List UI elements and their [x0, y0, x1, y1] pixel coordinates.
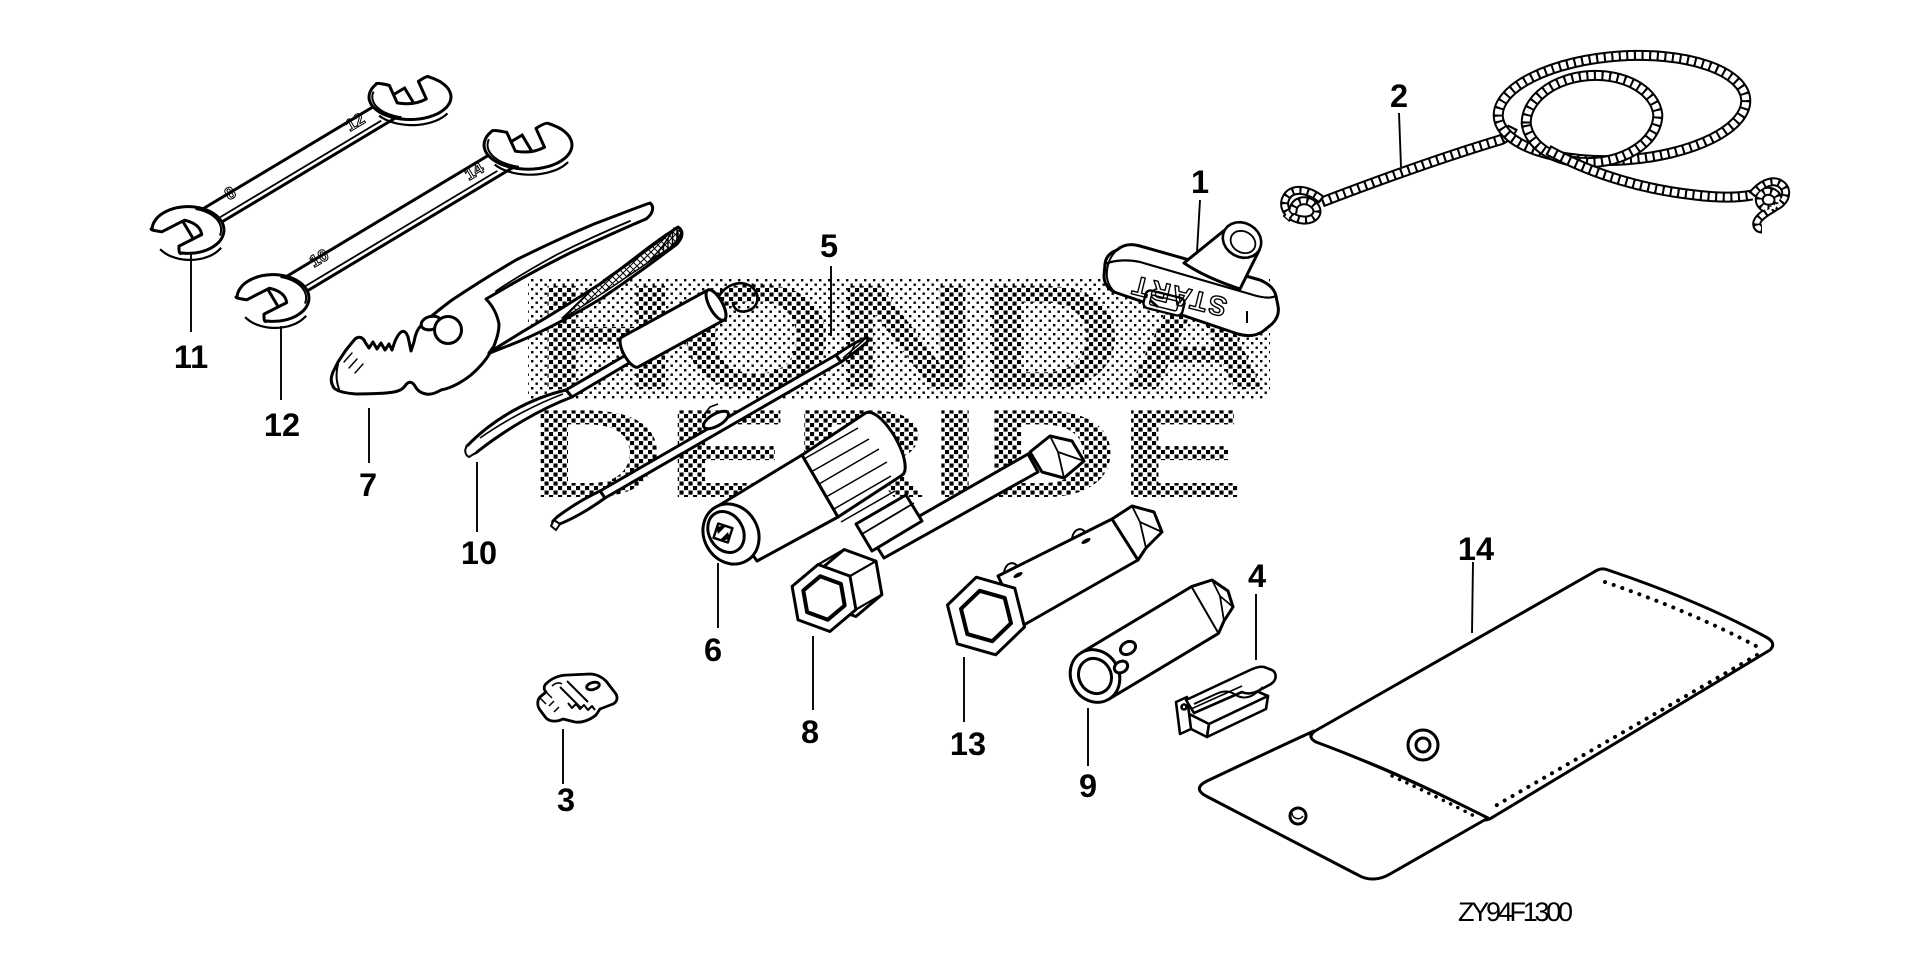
svg-text:13: 13	[950, 726, 986, 762]
svg-text:4: 4	[1248, 558, 1266, 594]
svg-text:10: 10	[461, 535, 497, 571]
svg-text:9: 9	[1079, 768, 1097, 804]
svg-text:3: 3	[557, 782, 575, 818]
svg-text:6: 6	[704, 632, 722, 668]
svg-text:11: 11	[174, 339, 208, 375]
svg-text:7: 7	[359, 467, 377, 503]
svg-text:8: 8	[801, 714, 819, 750]
svg-text:1: 1	[1191, 164, 1209, 200]
svg-text:5: 5	[820, 228, 838, 264]
svg-text:ZY94F1300: ZY94F1300	[1458, 897, 1573, 927]
svg-text:2: 2	[1390, 78, 1408, 114]
svg-text:12: 12	[264, 407, 300, 443]
svg-text:14: 14	[1458, 531, 1494, 567]
